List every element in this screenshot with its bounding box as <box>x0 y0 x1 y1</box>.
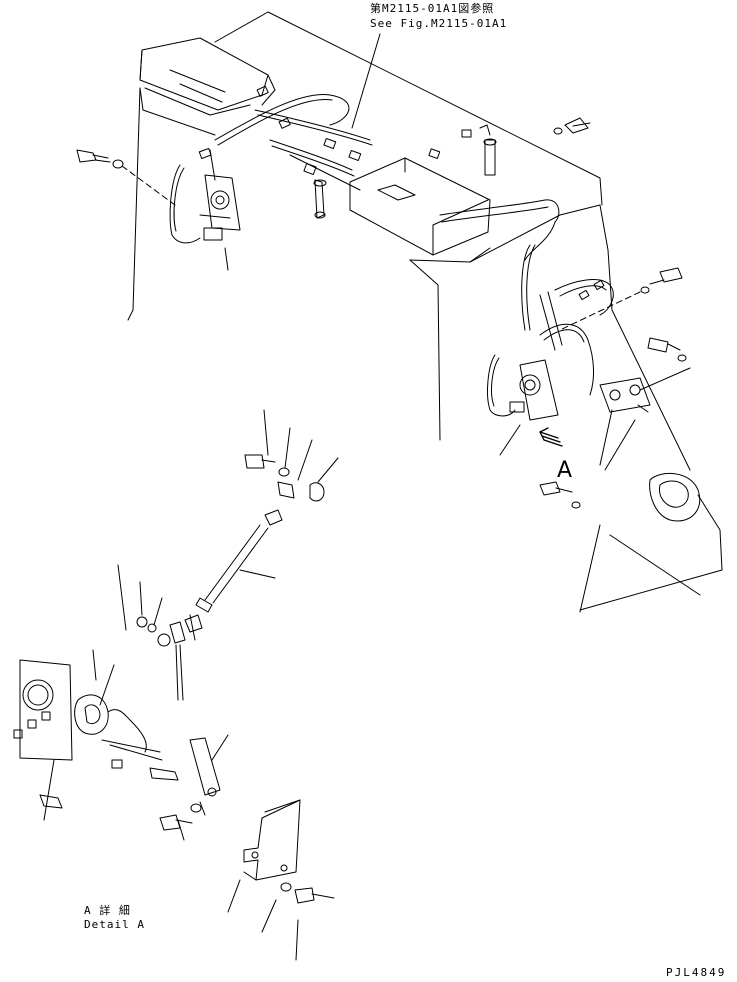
machine-body-outline <box>132 11 723 611</box>
bracket-plate <box>243 799 335 904</box>
upper-cover <box>139 37 276 116</box>
detail-caption-japanese: A 詳 細 <box>84 904 131 917</box>
detail-a-assembly <box>13 659 221 831</box>
view-marker-label: A <box>557 458 573 483</box>
sensor-plugs <box>313 124 497 219</box>
bolt-near-a <box>539 481 581 509</box>
reference-label-english: See Fig.M2115-01A1 <box>370 17 508 30</box>
left-switch-assembly <box>127 174 241 321</box>
harness-connectors <box>198 85 605 301</box>
top-fasteners <box>76 117 687 362</box>
right-switch-assembly <box>499 359 691 466</box>
reference-label-japanese: 第M2115-01A1図参照 <box>370 2 495 15</box>
drawing-number: PJL4849 <box>666 966 727 979</box>
view-arrow <box>539 427 563 447</box>
detail-caption-english: Detail A <box>84 918 145 931</box>
harness-box <box>349 157 491 256</box>
control-rod-assembly <box>136 454 325 701</box>
wire-harness <box>169 93 614 417</box>
